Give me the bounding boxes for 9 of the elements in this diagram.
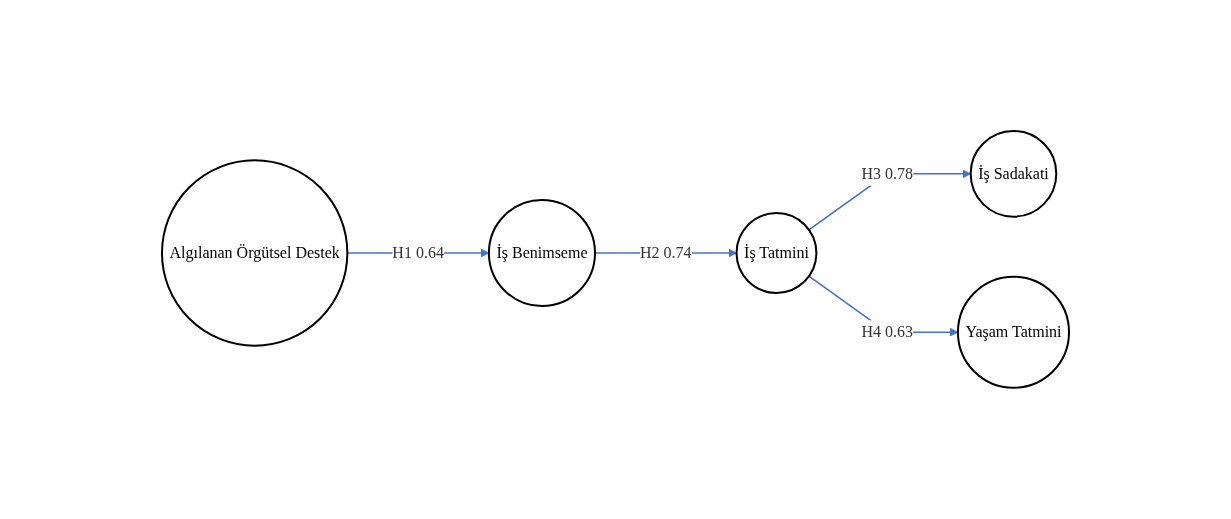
- edge-label: H2 0.74: [639, 244, 692, 262]
- edge-label: H1 0.64: [392, 244, 444, 262]
- node-circle: İş Sadakati: [969, 130, 1058, 218]
- node-circle: İş Tatmini: [735, 212, 818, 295]
- node-circle: Algılanan Örgütsel Destek: [161, 159, 349, 347]
- edge-label: H3 0.78: [861, 164, 913, 182]
- node-circle: İş Benimseme: [487, 199, 596, 308]
- edge-label: H4 0.63: [861, 323, 913, 341]
- node-circle: Yaşam Tatmini: [956, 275, 1070, 389]
